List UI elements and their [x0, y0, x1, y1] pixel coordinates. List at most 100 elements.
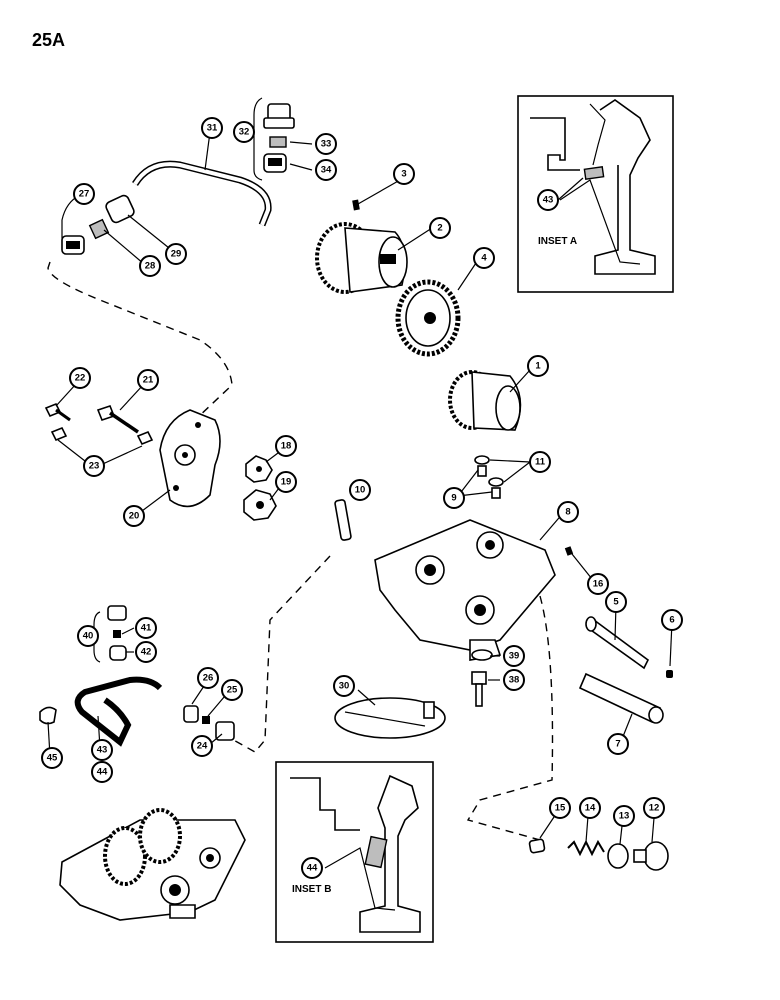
gear-4 — [395, 279, 461, 357]
fitting-26 — [183, 705, 199, 723]
callout-20: 20 — [123, 505, 145, 527]
svg-text:10: 10 — [355, 485, 366, 496]
svg-text:21: 21 — [143, 375, 154, 386]
svg-text:22: 22 — [75, 373, 86, 384]
nut-23-left — [50, 426, 68, 442]
fitting-32 — [263, 103, 295, 173]
callout-inset-a-43: 43 — [537, 189, 559, 211]
callout-18: 18 — [275, 435, 297, 457]
svg-text:18: 18 — [281, 441, 292, 452]
svg-text:38: 38 — [509, 675, 520, 686]
svg-text:33: 33 — [321, 139, 332, 150]
rotor-18 — [245, 455, 273, 483]
svg-text:8: 8 — [565, 507, 570, 518]
callout-44: 44 — [91, 761, 113, 783]
fitting-25 — [202, 716, 210, 724]
svg-text:34: 34 — [321, 165, 332, 176]
svg-text:29: 29 — [171, 249, 182, 260]
svg-text:39: 39 — [509, 651, 520, 662]
pin-10 — [334, 499, 352, 541]
svg-text:4: 4 — [481, 253, 487, 264]
assembly-dash-line-right — [466, 595, 554, 841]
callout-33: 33 — [315, 133, 337, 155]
oil-screen-30 — [334, 697, 446, 739]
svg-text:1: 1 — [535, 361, 541, 372]
pin-9-lower — [491, 487, 501, 499]
svg-text:9: 9 — [451, 493, 456, 504]
callout-28: 28 — [139, 255, 161, 277]
washer-13 — [607, 843, 629, 869]
svg-text:19: 19 — [281, 477, 292, 488]
svg-text:40: 40 — [83, 631, 94, 642]
plunger-15 — [528, 838, 546, 854]
svg-text:20: 20 — [129, 511, 140, 522]
svg-text:28: 28 — [145, 261, 156, 272]
callout-14: 14 — [579, 797, 601, 819]
callout-4: 4 — [473, 247, 495, 269]
svg-text:15: 15 — [555, 803, 566, 814]
svg-text:42: 42 — [141, 647, 152, 658]
bolt-22 — [44, 402, 71, 422]
callout-41: 41 — [135, 617, 157, 639]
callout-43: 43 — [91, 739, 113, 761]
callout-16: 16 — [587, 573, 609, 595]
svg-text:45: 45 — [47, 753, 58, 764]
callout-29: 29 — [165, 243, 187, 265]
callout-42: 42 — [135, 641, 157, 663]
svg-text:2: 2 — [437, 223, 442, 234]
gear-2 — [315, 222, 408, 294]
svg-text:14: 14 — [585, 803, 596, 814]
callout-39: 39 — [503, 645, 525, 667]
pin-3 — [352, 199, 360, 211]
pin-9-upper — [477, 465, 487, 477]
callout-31: 31 — [201, 117, 223, 139]
washer-11-upper — [474, 455, 490, 465]
pump-body-8 — [374, 519, 556, 661]
svg-text:23: 23 — [89, 461, 100, 472]
svg-text:43: 43 — [97, 745, 108, 756]
callout-32: 32 — [233, 121, 255, 143]
svg-text:7: 7 — [615, 739, 620, 750]
inset-a: INSET A — [517, 95, 674, 293]
nut-23-right — [136, 430, 154, 446]
svg-text:11: 11 — [535, 457, 546, 468]
svg-text:26: 26 — [203, 673, 214, 684]
fitting-40 — [107, 605, 127, 661]
svg-text:6: 6 — [669, 615, 674, 626]
callout-24: 24 — [191, 735, 213, 757]
svg-text:41: 41 — [141, 623, 152, 634]
callout-2: 2 — [429, 217, 451, 239]
svg-text:44: 44 — [97, 767, 108, 778]
callout-7: 7 — [607, 733, 629, 755]
assembled-pump — [59, 808, 246, 921]
callout-38: 38 — [503, 669, 525, 691]
pump-cover-20 — [159, 409, 221, 508]
oil-tube-31 — [132, 160, 272, 227]
inset-b: INSET B — [275, 761, 434, 943]
svg-text:43: 43 — [543, 195, 554, 206]
callout-19: 19 — [275, 471, 297, 493]
callout-23: 23 — [83, 455, 105, 477]
svg-text:31: 31 — [207, 123, 218, 134]
callout-25: 25 — [221, 679, 243, 701]
shaft-5 — [585, 616, 650, 670]
fitting-27 — [61, 194, 135, 255]
svg-text:32: 32 — [239, 127, 250, 138]
callout-45: 45 — [41, 747, 63, 769]
pin-16 — [564, 546, 574, 556]
svg-text:5: 5 — [613, 597, 619, 608]
oil-tube-43-44 — [74, 676, 163, 747]
page-label: 25A — [32, 30, 66, 50]
inset-a-label: INSET A — [538, 236, 577, 247]
svg-text:3: 3 — [401, 169, 406, 180]
callout-34: 34 — [315, 159, 337, 181]
svg-text:27: 27 — [79, 189, 90, 200]
washer-39 — [471, 649, 493, 661]
clip-45 — [39, 706, 57, 725]
svg-text:16: 16 — [593, 579, 604, 590]
callout-26: 26 — [197, 667, 219, 689]
callout-11: 11 — [529, 451, 551, 473]
assembly-dash-line-upper — [47, 261, 233, 421]
gear-1 — [448, 370, 522, 431]
